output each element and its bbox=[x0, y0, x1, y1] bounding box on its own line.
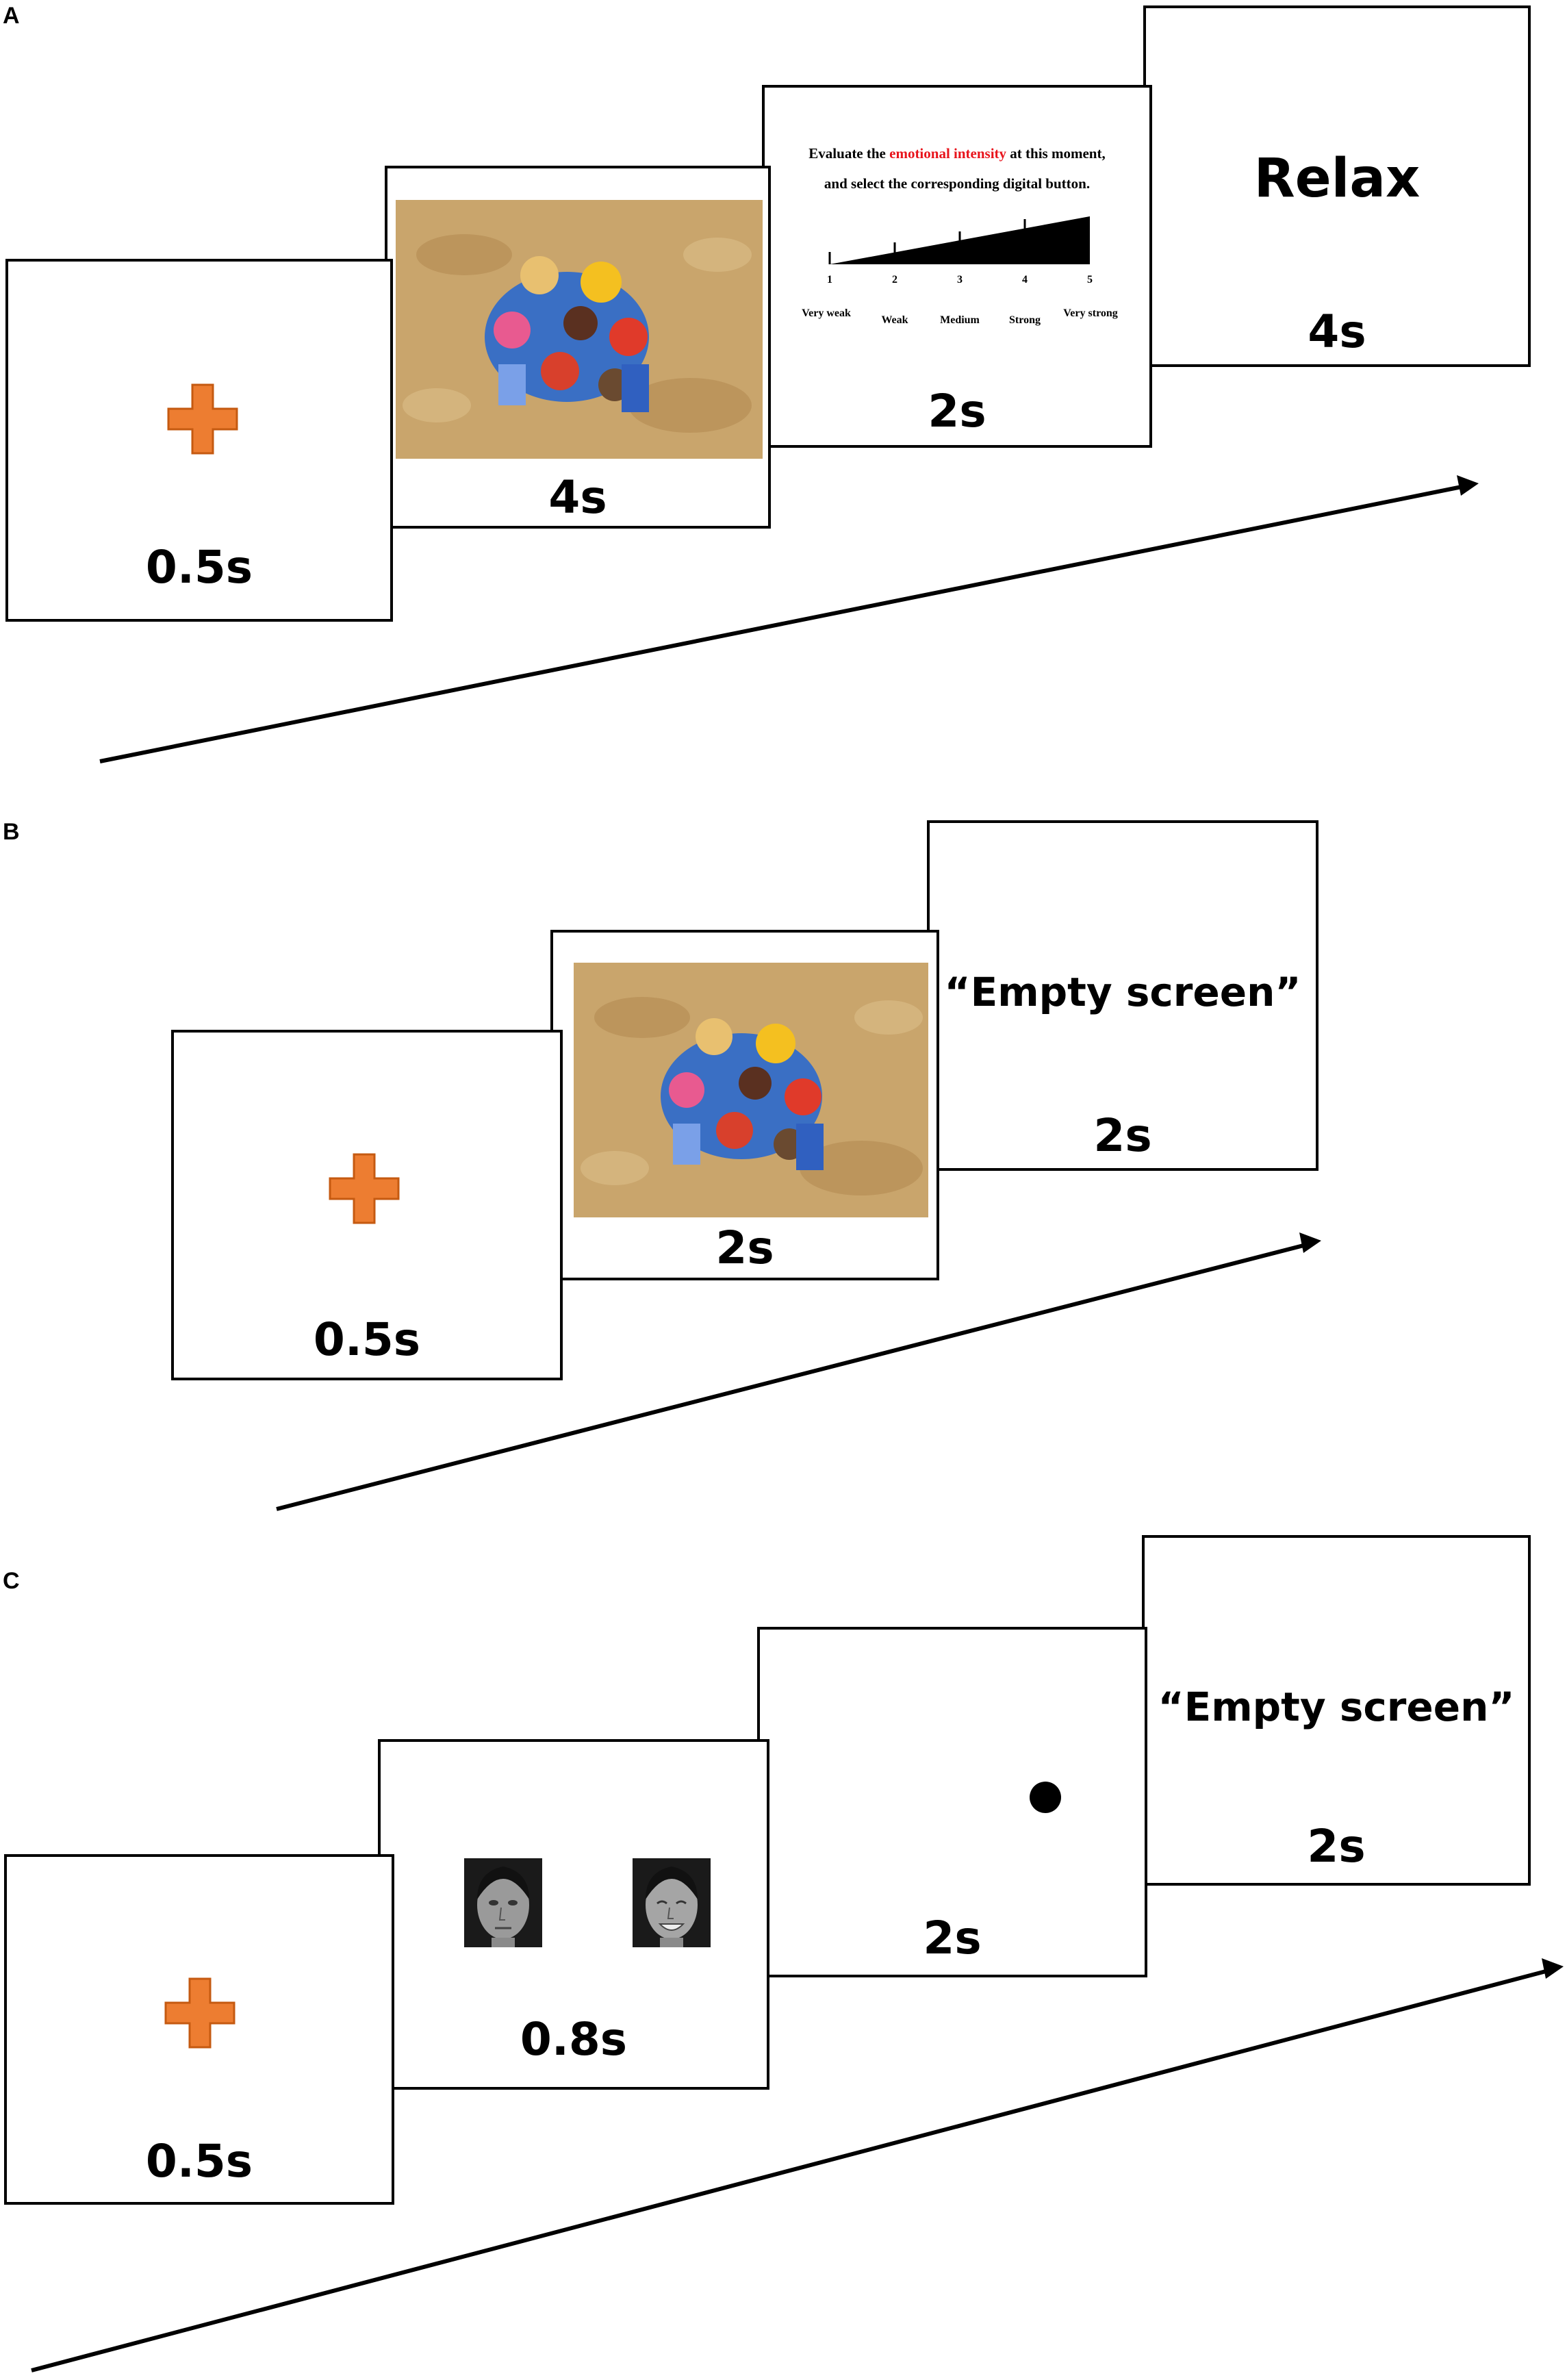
scale-label: Medium bbox=[940, 314, 980, 326]
scale-label: Very weak bbox=[802, 307, 851, 319]
duration-label: 2s bbox=[923, 1912, 982, 1964]
picture-screen: 4s bbox=[385, 166, 771, 529]
relax-text: Relax bbox=[1253, 148, 1421, 210]
empty-screen: “Empty screen” 2s bbox=[1142, 1535, 1531, 1886]
time-arrow-b bbox=[276, 1232, 1321, 1511]
empty-screen-text: “Empty screen” bbox=[944, 969, 1301, 1015]
scale-number: 1 bbox=[827, 274, 832, 286]
empty-screen-text: “Empty screen” bbox=[1158, 1684, 1515, 1730]
scale-label: Very strong bbox=[1063, 307, 1118, 319]
picture-screen: 2s bbox=[550, 930, 939, 1280]
neutral-face-photo bbox=[464, 1858, 542, 1947]
rating-instruction-line1: Evaluate the emotional intensity at this… bbox=[765, 145, 1149, 162]
fixation-screen: 0.5s bbox=[5, 259, 393, 622]
panel-label-c: C bbox=[3, 1568, 20, 1594]
duration-label: 4s bbox=[1308, 305, 1366, 358]
children-on-sand-photo bbox=[396, 200, 763, 459]
rating-highlight: emotional intensity bbox=[889, 145, 1007, 162]
happy-face-photo bbox=[633, 1858, 711, 1947]
duration-label: 2s bbox=[715, 1221, 774, 1274]
scale-label: Weak bbox=[881, 314, 908, 326]
time-arrow-a bbox=[99, 475, 1479, 763]
rating-line1-prefix: Evaluate the bbox=[808, 145, 890, 162]
scale-number: 3 bbox=[957, 274, 963, 286]
orange-cross-icon bbox=[167, 383, 238, 455]
orange-cross-icon bbox=[164, 1977, 235, 2049]
scale-label: Strong bbox=[1009, 314, 1041, 326]
black-dot-icon bbox=[1030, 1782, 1061, 1813]
dot-screen: 2s bbox=[757, 1627, 1147, 1977]
empty-screen: “Empty screen” 2s bbox=[927, 820, 1318, 1171]
faces-screen: 0.8s bbox=[378, 1739, 769, 2090]
scale-number: 5 bbox=[1087, 274, 1093, 286]
orange-cross-icon bbox=[329, 1153, 400, 1224]
duration-label: 2s bbox=[928, 385, 986, 438]
duration-label: 0.5s bbox=[313, 1313, 421, 1366]
scale-number: 4 bbox=[1022, 274, 1028, 286]
duration-label: 0.8s bbox=[520, 2013, 628, 2066]
relax-screen: Relax 4s bbox=[1143, 5, 1531, 367]
fixation-screen: 0.5s bbox=[4, 1854, 394, 2205]
duration-label: 4s bbox=[548, 471, 607, 524]
duration-label: 2s bbox=[1093, 1109, 1152, 1162]
scale-number: 2 bbox=[892, 274, 897, 286]
rating-line1-suffix: at this moment, bbox=[1006, 145, 1106, 162]
rating-instruction-line2: and select the corresponding digital but… bbox=[824, 175, 1091, 192]
panel-label-a: A bbox=[3, 3, 20, 29]
duration-label: 2s bbox=[1307, 1820, 1366, 1873]
duration-label: 0.5s bbox=[145, 541, 253, 594]
duration-label: 0.5s bbox=[145, 2135, 253, 2188]
panel-label-b: B bbox=[3, 819, 20, 845]
fixation-screen: 0.5s bbox=[171, 1030, 563, 1380]
children-on-sand-photo bbox=[574, 963, 928, 1217]
intensity-wedge-icon bbox=[828, 216, 1090, 264]
